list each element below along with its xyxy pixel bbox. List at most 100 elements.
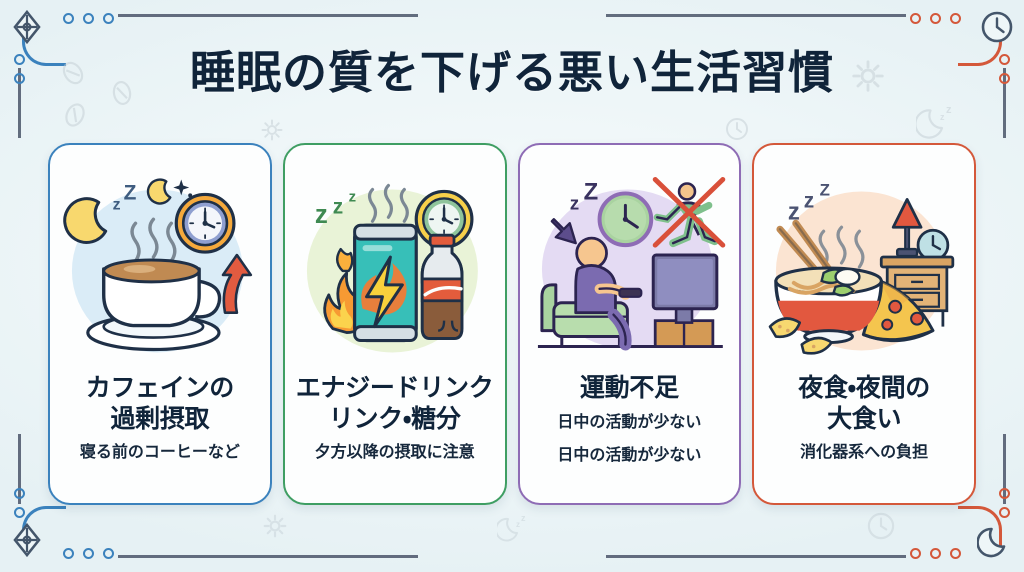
dot bbox=[910, 548, 921, 559]
gear-icon bbox=[260, 118, 284, 147]
corner-bracket-top-right bbox=[958, 22, 1002, 66]
person-on-couch-icon bbox=[573, 236, 642, 350]
frame-line-right-bottom bbox=[1003, 434, 1006, 504]
frame-line-bottom-left bbox=[118, 555, 418, 558]
moon-zzz-icon: z z bbox=[914, 98, 960, 147]
steam-icon bbox=[367, 183, 409, 223]
dot bbox=[999, 73, 1010, 84]
ramen-bowl-icon bbox=[774, 265, 884, 344]
dot-triplet-top-left bbox=[63, 13, 114, 24]
coffee-bean-icon bbox=[58, 58, 88, 93]
dot bbox=[83, 548, 94, 559]
frame-line-left-bottom bbox=[18, 434, 21, 504]
dot bbox=[14, 54, 25, 65]
gear-icon bbox=[850, 58, 886, 99]
page-title: 睡眠の質を下げる悪い生活習慣 bbox=[189, 47, 834, 98]
svg-text:z: z bbox=[315, 201, 328, 229]
svg-text:z: z bbox=[333, 195, 343, 218]
dot bbox=[14, 488, 25, 499]
card-title-line: 夜食・夜間の bbox=[798, 374, 930, 402]
svg-text:z: z bbox=[804, 189, 814, 212]
card-caffeine-title: カフェインの 過剰摂取 bbox=[85, 373, 235, 434]
dot-pair-bottom-right bbox=[999, 488, 1010, 518]
dot-pair-top-right bbox=[999, 54, 1010, 84]
coffee-bean-icon bbox=[60, 100, 90, 135]
dot bbox=[83, 13, 94, 24]
dot bbox=[14, 507, 25, 518]
card-energy-drink-subtitle: 夕方以降の摂取に注意 bbox=[314, 444, 475, 461]
energy-can-icon bbox=[352, 223, 418, 342]
card-lack-of-exercise[interactable]: z Z bbox=[517, 143, 742, 505]
frame-line-top-left bbox=[118, 14, 418, 17]
up-arrow-icon bbox=[221, 253, 253, 314]
svg-text:z: z bbox=[348, 189, 355, 205]
frame-line-top-right bbox=[606, 14, 906, 17]
card-caffeine-subtitle: 寝る前のコーヒーなど bbox=[79, 444, 240, 461]
clock-icon bbox=[174, 192, 236, 254]
corner-bracket-top-left bbox=[22, 22, 66, 66]
dot bbox=[999, 54, 1010, 65]
card-title-line: カフェインの bbox=[85, 374, 235, 402]
svg-text:z: z bbox=[788, 198, 800, 225]
card-caffeine-illustration: z Z bbox=[58, 157, 262, 369]
card-energy-drink[interactable]: z z z bbox=[282, 143, 507, 505]
card-lack-of-exercise-illustration: z Z bbox=[528, 157, 732, 369]
diamond-compass-icon bbox=[7, 7, 47, 52]
card-lack-of-exercise-text: 運動不足 日中の活動が少ない 日中の活動が少ない bbox=[528, 369, 732, 493]
dot-triplet-bottom-left bbox=[63, 548, 114, 559]
dot bbox=[950, 13, 961, 24]
svg-text:z: z bbox=[946, 104, 952, 116]
clock-icon bbox=[977, 7, 1017, 52]
cards-row: z Z bbox=[48, 143, 976, 505]
card-lack-of-exercise-subtitle-2: 日中の活動が少ない bbox=[557, 446, 702, 464]
clock-icon bbox=[724, 116, 750, 147]
remote-control-icon bbox=[617, 287, 642, 298]
dot-pair-bottom-left bbox=[14, 488, 25, 518]
steam-icon bbox=[130, 217, 177, 263]
dot bbox=[930, 548, 941, 559]
card-title-line: エナジードリンク bbox=[295, 374, 494, 402]
diamond-compass-icon bbox=[7, 520, 47, 565]
dot bbox=[910, 13, 921, 24]
svg-text:z: z bbox=[113, 196, 121, 213]
card-lack-of-exercise-title: 運動不足 bbox=[580, 373, 679, 404]
svg-text:Z: Z bbox=[820, 180, 830, 199]
no-running-icon bbox=[652, 176, 725, 248]
card-late-night-eating-illustration: z z Z bbox=[762, 157, 966, 369]
card-energy-drink-title: エナジードリンク リンク・糖分 bbox=[296, 373, 494, 434]
clock-icon bbox=[597, 190, 653, 247]
dot bbox=[999, 507, 1010, 518]
card-late-night-eating-title: 夜食・夜間の 大食い bbox=[798, 373, 930, 434]
svg-text:z: z bbox=[940, 112, 945, 122]
moon-icon bbox=[976, 520, 1017, 565]
dot-triplet-bottom-right bbox=[910, 548, 961, 559]
dot bbox=[14, 73, 25, 84]
svg-text:Z: Z bbox=[583, 178, 598, 205]
card-caffeine[interactable]: z Z bbox=[48, 143, 272, 505]
moon-zzz-icon: z z bbox=[494, 509, 531, 548]
dot bbox=[950, 548, 961, 559]
card-caffeine-text: カフェインの 過剰摂取 寝る前のコーヒーなど bbox=[58, 369, 262, 493]
card-late-night-eating-subtitle: 消化器系への負担 bbox=[800, 444, 929, 461]
frame-line-right-top bbox=[1003, 68, 1006, 138]
title-container: 睡眠の質を下げる悪い生活習慣 bbox=[0, 48, 1024, 98]
corner-bracket-bottom-right bbox=[958, 506, 1002, 550]
clock-icon bbox=[866, 511, 896, 546]
card-title-line: 運動不足 bbox=[579, 374, 679, 402]
card-title-line: リンク・糖分 bbox=[328, 404, 461, 433]
card-late-night-eating[interactable]: z z Z bbox=[752, 143, 976, 505]
dot-triplet-top-right bbox=[910, 13, 961, 24]
cola-bottle-icon bbox=[420, 233, 464, 340]
svg-text:Z: Z bbox=[124, 181, 137, 204]
card-lack-of-exercise-subtitle-1: 日中の活動が少ない bbox=[557, 413, 702, 431]
card-late-night-eating-text: 夜食・夜間の 大食い 消化器系への負担 bbox=[762, 369, 966, 493]
dot bbox=[63, 13, 74, 24]
card-energy-drink-text: エナジードリンク リンク・糖分 夕方以降の摂取に注意 bbox=[293, 369, 497, 493]
dot bbox=[103, 13, 114, 24]
clock-icon bbox=[414, 189, 474, 249]
card-energy-drink-illustration: z z z bbox=[293, 157, 497, 369]
dot bbox=[103, 548, 114, 559]
card-title-line: 過剰摂取 bbox=[110, 404, 210, 433]
dot bbox=[930, 13, 941, 24]
